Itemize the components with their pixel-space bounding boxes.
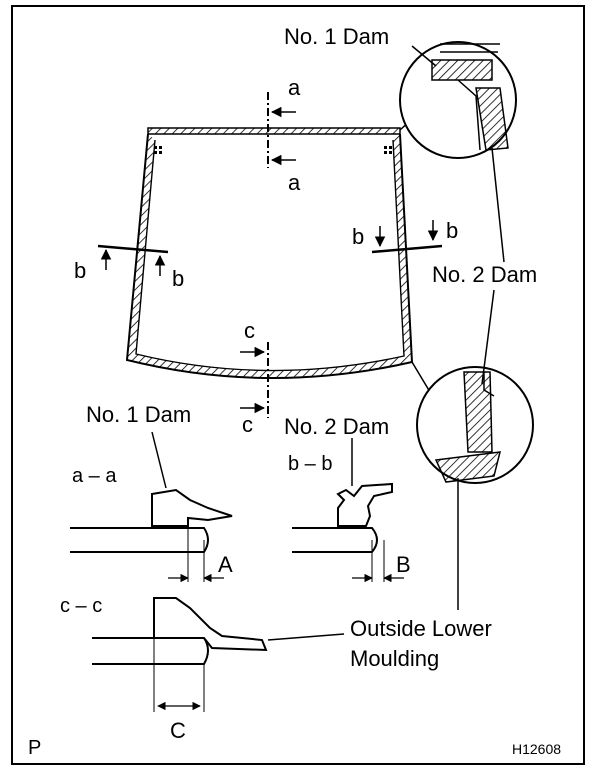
section-line-b-right: b b (352, 218, 458, 254)
section-aa-title: a – a (72, 465, 117, 487)
section-b-right-label-1: b (352, 224, 364, 249)
leader-no1-dam-top (411, 45, 437, 67)
section-c-bottom-label: c (242, 412, 253, 437)
section-b-right-label-2: b (446, 218, 458, 243)
dimension-A-label: A (218, 552, 233, 577)
section-aa: a – a A (70, 431, 233, 583)
detail-circle-bottom (411, 361, 534, 484)
section-cc: c – c C (60, 595, 268, 743)
no2-dam-right-label: No. 2 Dam (432, 262, 537, 287)
no1-dam-section-label: No. 1 Dam (86, 402, 191, 427)
dimension-B-label: B (396, 552, 411, 577)
outside-lower-label: Outside Lower (350, 616, 492, 641)
section-b-left-label-2: b (172, 266, 184, 291)
section-line-a: a a (267, 75, 301, 195)
leader-no2-dam-upper (491, 147, 505, 263)
moulding-label: Moulding (350, 646, 439, 671)
leader-moulding (267, 633, 345, 641)
figure-code-label: H12608 (512, 741, 561, 757)
leader-no2-dam-lower (481, 289, 495, 385)
no1-dam-top-label: No. 1 Dam (284, 24, 389, 49)
dimension-C-label: C (170, 718, 186, 743)
section-a-top-label: a (288, 75, 301, 100)
no2-dam-section-label: No. 2 Dam (284, 414, 389, 439)
section-line-c: c c (240, 318, 269, 437)
section-b-left-label-1: b (74, 258, 86, 283)
section-bb: b – b B (288, 438, 411, 583)
section-bb-title: b – b (288, 453, 332, 475)
section-line-b-left: b b (74, 244, 184, 291)
windshield-glass (125, 127, 414, 379)
figure-border (11, 5, 585, 765)
section-a-bottom-label: a (288, 170, 301, 195)
section-cc-title: c – c (60, 595, 102, 617)
section-c-top-label: c (244, 318, 255, 343)
detail-circle-top (399, 41, 517, 159)
corner-label-left: P (28, 737, 41, 759)
